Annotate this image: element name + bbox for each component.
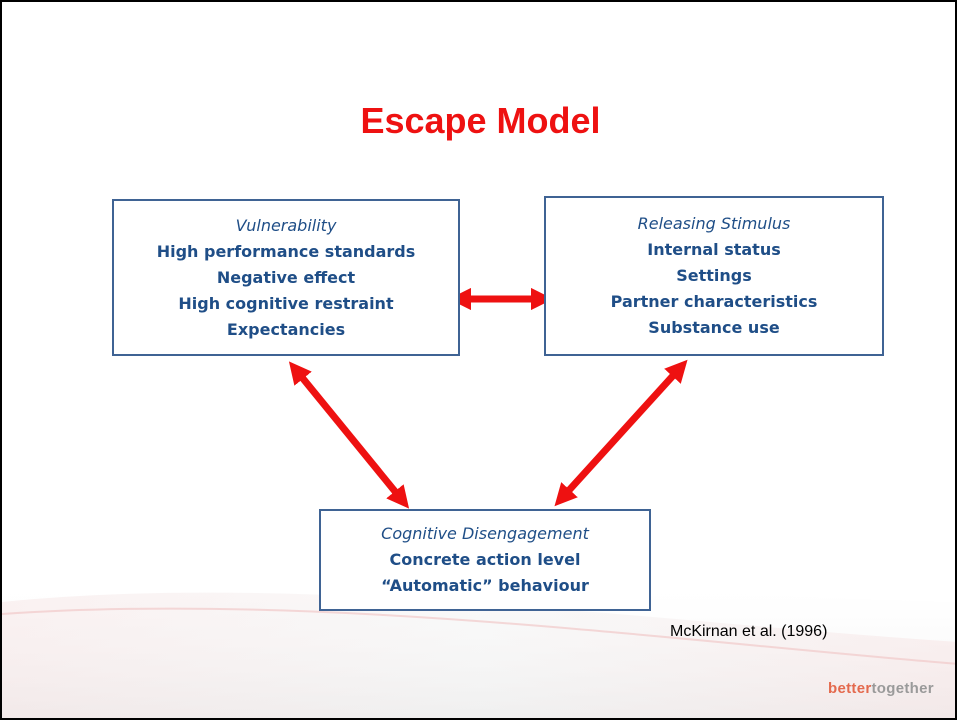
vulnerability-box: Vulnerability High performance standards… [112, 199, 460, 356]
releasing-stimulus-item: Partner characteristics [610, 292, 818, 311]
releasing-stimulus-item: Substance use [648, 318, 780, 337]
cognitive-disengagement-box: Cognitive Disengagement Concrete action … [319, 509, 651, 611]
releasing-stimulus-item: Settings [676, 266, 752, 285]
vulnerability-item: Expectancies [226, 319, 346, 339]
arrow-vulnerability-cognitive [288, 361, 410, 509]
cognitive-disengagement-item: “Automatic” behaviour [381, 576, 589, 595]
releasing-stimulus-item: Internal status [647, 240, 781, 259]
vulnerability-item: High cognitive restraint [178, 293, 394, 313]
brand-logo: bettertogether [828, 680, 934, 697]
arrow-releasing-cognitive [554, 359, 688, 507]
vulnerability-item: High performance standards [156, 241, 416, 261]
logo-part-together: together [871, 680, 934, 697]
releasing-stimulus-heading: Releasing Stimulus [637, 214, 791, 233]
logo-part-better: better [828, 680, 872, 697]
vulnerability-item: Negative effect [216, 267, 356, 287]
cognitive-disengagement-item: Concrete action level [389, 550, 581, 569]
vulnerability-heading: Vulnerability [235, 215, 337, 235]
cognitive-disengagement-heading: Cognitive Disengagement [381, 524, 589, 543]
citation: McKirnan et al. (1996) [670, 623, 828, 640]
slide-title: Escape Model [360, 100, 601, 141]
releasing-stimulus-box: Releasing Stimulus Internal status Setti… [544, 196, 884, 356]
